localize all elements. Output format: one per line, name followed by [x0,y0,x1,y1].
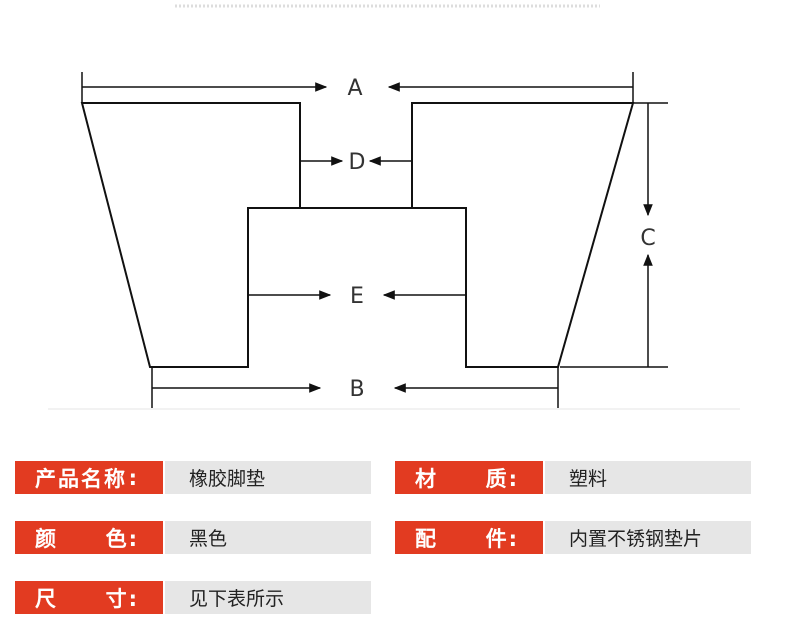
dimension-e: E [248,284,466,309]
spec-label-colon: : [128,465,139,490]
spec-label-accessory: 配 件: [395,521,543,554]
spec-value-material: 塑料 [545,461,751,494]
dimension-c: C [560,102,668,368]
label-a: A [347,76,362,101]
spec-value-size: 见下表所示 [165,581,371,614]
spec-label-text: 配 [415,526,438,551]
spec-value-accessory: 内置不锈钢垫片 [545,521,751,554]
label-e: E [350,284,364,309]
spec-label-suffix: 质: [485,466,519,491]
spec-value-color: 黑色 [165,521,371,554]
spec-label-suffix: 寸: [105,586,139,611]
spec-row-material: 材 质: 塑料 [395,461,751,494]
spec-label-text: 产品名称 [35,466,127,491]
dimension-b: B [151,367,559,408]
spec-label-product-name: 产品名称 : [15,461,163,494]
spec-label-suffix: 件: [485,526,519,551]
spec-row-product-name: 产品名称 : 橡胶脚垫 [15,461,371,494]
spec-value-product-name: 橡胶脚垫 [165,461,371,494]
dimension-a: A [81,72,634,103]
spec-row-accessory: 配 件: 内置不锈钢垫片 [395,521,751,554]
label-b: B [349,377,364,402]
spec-label-material: 材 质: [395,461,543,494]
spec-row-size: 尺 寸: 见下表所示 [15,581,371,614]
spec-label-color: 颜 色: [15,521,163,554]
label-c: C [640,226,655,251]
spec-label-text: 尺 [35,586,58,611]
spec-label-suffix: 色: [105,526,139,551]
spec-label-text: 颜 [35,526,58,551]
spec-row-color: 颜 色: 黑色 [15,521,371,554]
spec-label-text: 材 [415,466,438,491]
dimension-diagram: A D C E B [48,4,740,410]
label-d: D [349,150,366,175]
spec-label-size: 尺 寸: [15,581,163,614]
dimension-d: D [300,150,412,175]
product-outline [80,102,635,368]
